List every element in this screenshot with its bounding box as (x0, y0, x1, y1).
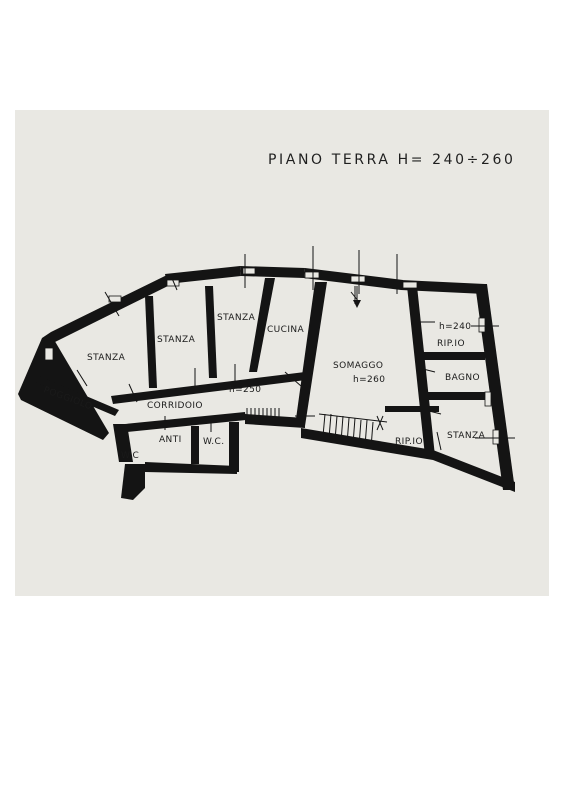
entrance-arrow (353, 286, 361, 308)
floor-plan: PIANO TERRA H= 240÷260 (18, 152, 516, 500)
room-wc-1: W.C. (203, 437, 224, 447)
wall-bottom-left (121, 464, 145, 500)
plan-title: PIANO TERRA H= 240÷260 (268, 152, 516, 168)
wall-poggiolo (35, 376, 119, 416)
interior-walls (35, 278, 491, 464)
room-somaggo: SOMAGGO (333, 361, 383, 371)
room-cucina: CUCINA (267, 325, 305, 335)
wall-stanza3-cucina (249, 278, 275, 372)
room-stanza-4: STANZA (447, 431, 486, 441)
wall-rip-bagno (417, 352, 485, 360)
wall-left-upper (42, 274, 172, 342)
wall-anti-wc (191, 426, 199, 464)
room-stanza-1: STANZA (87, 353, 126, 363)
room-corridoio: CORRIDOIO (147, 401, 203, 411)
stairs (246, 408, 388, 449)
wall-top-1 (165, 266, 241, 284)
wall-anti-bottom (145, 462, 237, 474)
room-stanza-2: STANZA (157, 335, 196, 345)
wall-right (475, 284, 515, 490)
wall-anti-right (229, 422, 239, 472)
room-corridoio-height: h=250 (229, 385, 261, 395)
room-wc-2: W.C (121, 451, 139, 461)
wall-stanza1-2 (145, 296, 157, 388)
wall-rip-left (407, 286, 435, 456)
room-bagno: BAGNO (445, 373, 480, 383)
wall-corridor-bottom (125, 412, 246, 432)
outer-walls (18, 266, 515, 500)
wall-cucina-somaggo (295, 282, 327, 426)
openings (44, 246, 515, 451)
room-anti: ANTI (159, 435, 182, 445)
room-ripio-1-height: h=240 (439, 322, 471, 332)
wall-corridor-top (111, 372, 306, 404)
wall-bagno-stanza (422, 392, 491, 400)
wall-wc-left (113, 424, 133, 462)
room-ripio-1: RIP.IO (437, 339, 465, 349)
room-ripio-2: RIP.IO (395, 437, 423, 447)
room-stanza-3: STANZA (217, 313, 256, 323)
plan-sheet: PIANO TERRA H= 240÷260 (15, 110, 549, 596)
wall-bottom-right (433, 450, 515, 492)
room-somaggo-height: h=260 (353, 375, 385, 385)
wall-bottom-mid (301, 428, 433, 460)
wall-stanza2-3 (205, 286, 217, 378)
wall-top-2 (240, 266, 305, 278)
wall-top-4 (401, 280, 485, 294)
